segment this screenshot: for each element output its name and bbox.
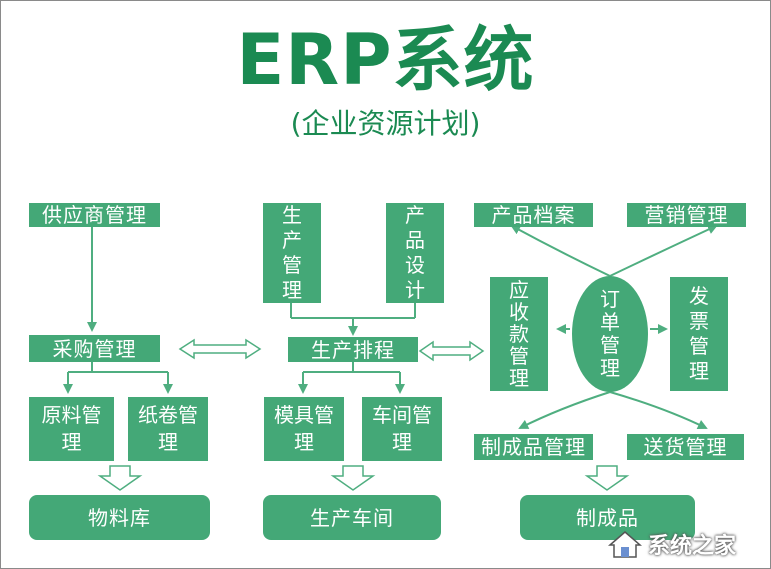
product-design-box: 产品设计 bbox=[386, 203, 444, 303]
diagram-subtitle: (企业资源计划) bbox=[290, 107, 481, 140]
site-watermark: 系统之家 bbox=[607, 524, 768, 564]
product-archive-box: 产品档案 bbox=[474, 203, 593, 227]
down-arrow-right bbox=[584, 465, 630, 491]
double-arrow-middle-right bbox=[418, 340, 485, 362]
product-design-label: 产品设计 bbox=[405, 203, 425, 302]
order-management-ellipse: 订单管理 bbox=[572, 276, 648, 392]
house-logo-icon bbox=[607, 529, 643, 559]
delivery-management-box: 送货管理 bbox=[627, 434, 744, 460]
receivables-management-box: 应收款管理 bbox=[490, 277, 548, 391]
double-arrow-left-middle bbox=[178, 338, 262, 360]
curve-to-archive bbox=[510, 225, 611, 277]
order-management-label: 订单管理 bbox=[600, 287, 620, 380]
diagram-title: ERP系统 bbox=[236, 19, 535, 101]
receivables-management-label: 应收款管理 bbox=[509, 278, 529, 390]
purchase-management-box: 采购管理 bbox=[29, 335, 160, 362]
raw-material-management-box: 原料管理 bbox=[29, 397, 114, 461]
production-schedule-box: 生产排程 bbox=[288, 337, 418, 362]
curve-to-marketing bbox=[609, 224, 718, 277]
paper-roll-management-box: 纸卷管理 bbox=[128, 397, 208, 461]
down-arrow-left bbox=[97, 465, 143, 491]
finished-goods-box: 制成品 bbox=[520, 495, 695, 540]
production-workshop-box: 生产车间 bbox=[263, 495, 441, 540]
marketing-management-box: 营销管理 bbox=[627, 203, 746, 227]
invoice-management-label: 发票管理 bbox=[689, 284, 709, 383]
down-arrow-middle bbox=[330, 465, 376, 491]
mold-management-box: 模具管理 bbox=[264, 397, 344, 461]
curve-to-finished-mgmt bbox=[518, 391, 611, 429]
production-management-box: 生产管理 bbox=[263, 203, 321, 303]
production-management-label: 生产管理 bbox=[282, 203, 302, 302]
invoice-management-box: 发票管理 bbox=[670, 277, 728, 391]
watermark-text: 系统之家 bbox=[648, 534, 737, 559]
material-warehouse-box: 物料库 bbox=[29, 495, 210, 540]
finished-goods-management-box: 制成品管理 bbox=[474, 434, 593, 460]
curve-to-delivery bbox=[609, 391, 708, 429]
supplier-management-box: 供应商管理 bbox=[29, 203, 160, 227]
workshop-management-box: 车间管理 bbox=[362, 397, 442, 461]
